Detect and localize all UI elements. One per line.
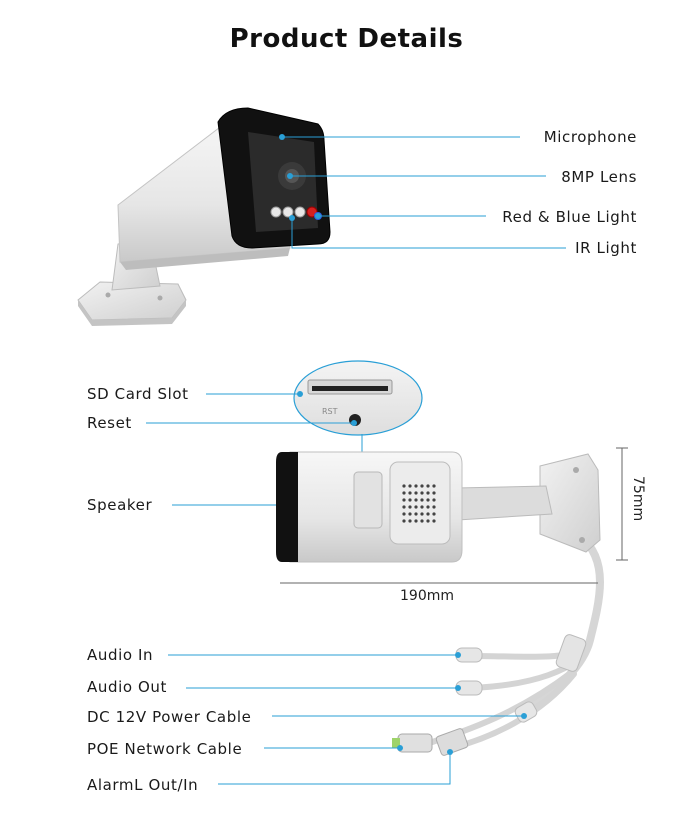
callout-alarm-out-in: AlarmL Out/In <box>87 776 199 794</box>
callout-8mp-lens: 8MP Lens <box>561 168 637 186</box>
cable-callout-lines <box>168 652 527 785</box>
front-callout-lines <box>279 134 566 249</box>
dimension-lines <box>280 447 628 584</box>
callout-poe-network-cable: POE Network Cable <box>87 740 243 758</box>
callout-microphone: Microphone <box>543 128 637 146</box>
sd-reset-inset: RST <box>293 360 423 470</box>
page-title: Product Details <box>229 24 464 54</box>
side-camera-image <box>276 451 604 716</box>
inset-reset-text: RST <box>322 407 338 416</box>
callout-ir-light: IR Light <box>575 239 637 257</box>
callout-sd-card-slot: SD Card Slot <box>87 385 189 403</box>
dimension-length: 190mm <box>400 588 454 604</box>
dimension-height: 75mm <box>630 476 646 522</box>
callout-red-blue-light: Red & Blue Light <box>502 208 637 226</box>
callout-audio-out: Audio Out <box>87 678 167 696</box>
front-camera-image <box>77 107 331 326</box>
callout-dc-power-cable: DC 12V Power Cable <box>87 708 252 726</box>
callout-speaker: Speaker <box>87 496 153 514</box>
callout-audio-in: Audio In <box>87 646 154 664</box>
callout-reset: Reset <box>87 414 132 432</box>
